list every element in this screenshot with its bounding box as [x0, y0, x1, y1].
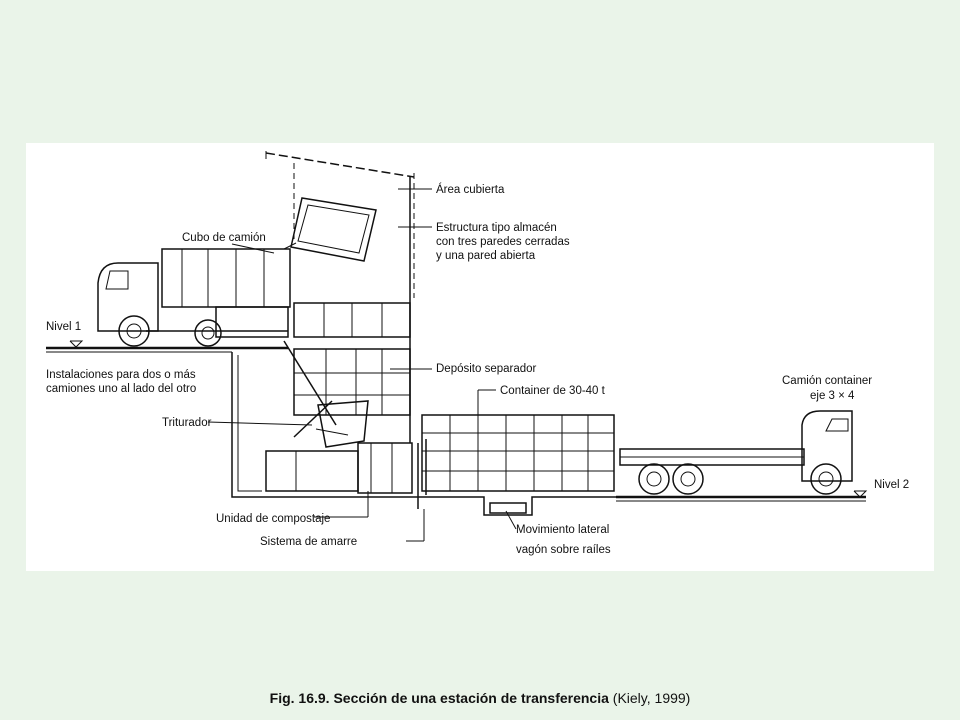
- composting-unit: [265, 442, 413, 494]
- label-movimiento-2: vagón sobre raíles: [516, 544, 611, 556]
- label-instalaciones-1: Instalaciones para dos o más: [46, 369, 196, 381]
- label-amarre: Sistema de amarre: [260, 536, 357, 548]
- mooring-system: [417, 439, 427, 509]
- label-nivel-1: Nivel 1: [46, 321, 81, 333]
- container-truck: [619, 410, 853, 495]
- label-nivel-2: Nivel 2: [874, 479, 909, 491]
- leader-lines: [207, 188, 517, 542]
- caption-title: Fig. 16.9. Sección de una estación de tr…: [269, 690, 609, 706]
- label-cubo-camion: Cubo de camión: [182, 232, 266, 244]
- level-2-ground: [616, 490, 868, 502]
- label-instalaciones-2: camiones uno al lado del otro: [46, 383, 196, 395]
- label-compostaje: Unidad de compostaje: [216, 513, 330, 525]
- label-estructura-2: con tres paredes cerradas: [436, 236, 570, 248]
- label-movimiento-1: Movimiento lateral: [516, 524, 609, 536]
- diagram-panel: Área cubierta Estructura tipo almacén co…: [26, 143, 934, 571]
- figure-caption: Fig. 16.9. Sección de una estación de tr…: [0, 690, 960, 706]
- level-1-ground: [46, 340, 288, 353]
- label-eje: eje 3 × 4: [810, 390, 855, 402]
- label-estructura-3: y una pared abierta: [436, 250, 536, 262]
- shredder: [293, 400, 369, 448]
- collection-truck: [97, 248, 291, 347]
- rail-trolley: [410, 496, 616, 516]
- pit-walls: [231, 352, 410, 498]
- label-container: Container de 30-40 t: [500, 385, 606, 397]
- label-area-cubierta: Área cubierta: [436, 183, 505, 196]
- container: [421, 414, 615, 492]
- label-camion-container: Camión container: [782, 375, 872, 387]
- label-estructura-1: Estructura tipo almacén: [436, 222, 557, 234]
- label-triturador: Triturador: [162, 417, 212, 429]
- roof: [265, 151, 415, 298]
- transfer-station-diagram: Área cubierta Estructura tipo almacén co…: [46, 151, 909, 556]
- label-deposito: Depósito separador: [436, 363, 537, 375]
- caption-source: (Kiely, 1999): [608, 690, 691, 706]
- truck-bin: [283, 197, 377, 262]
